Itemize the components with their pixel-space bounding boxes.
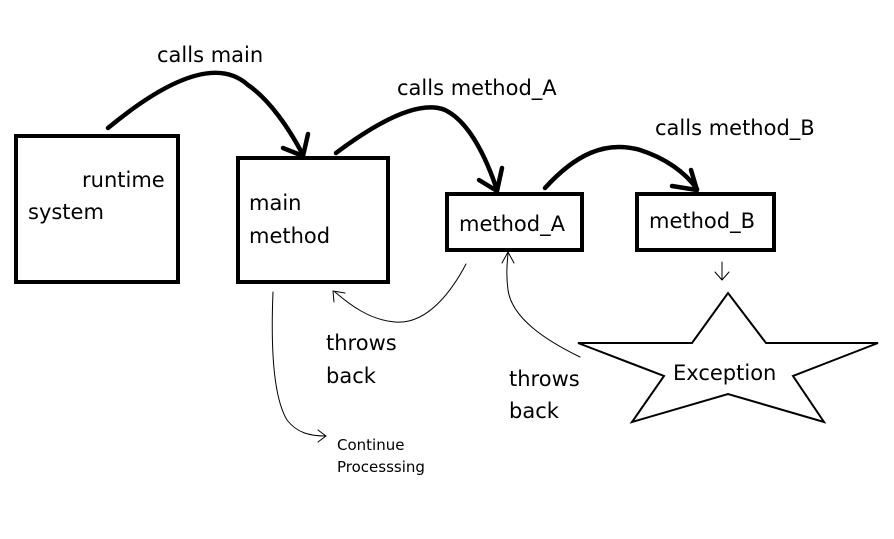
calls-main-label: calls main bbox=[157, 43, 263, 67]
runtime-system-box bbox=[14, 134, 180, 284]
throws-back-to-main-arrow bbox=[332, 263, 467, 323]
throws-back-1-line2: back bbox=[326, 364, 377, 388]
method-a-box bbox=[445, 192, 584, 252]
calls-main-arrow bbox=[105, 70, 311, 159]
main-method-box bbox=[236, 156, 390, 284]
calls-method-a-arrow bbox=[333, 105, 505, 194]
method-b-to-exception-arrow bbox=[714, 261, 730, 281]
runtime-label: runtime bbox=[82, 168, 165, 192]
continue-processing-arrow bbox=[271, 291, 327, 443]
throws-back-to-method-a-arrow bbox=[501, 251, 581, 358]
method-a-label: method_A bbox=[459, 212, 566, 237]
throws-back-1-line1: throws bbox=[326, 331, 397, 355]
processing-label: Processsing bbox=[337, 458, 425, 476]
exception-star bbox=[577, 291, 879, 424]
continue-label: Continue bbox=[337, 436, 404, 454]
system-label: system bbox=[28, 200, 104, 224]
calls-method-b-arrow bbox=[542, 144, 700, 193]
calls-method-b-label: calls method_B bbox=[655, 116, 815, 141]
method-label: method bbox=[249, 224, 330, 248]
exception-label: Exception bbox=[673, 361, 776, 385]
throws-back-2-line1: throws bbox=[509, 367, 580, 391]
throws-back-2-line2: back bbox=[509, 399, 560, 423]
method-b-box bbox=[635, 192, 776, 252]
method-b-label: method_B bbox=[649, 209, 755, 234]
main-label: main bbox=[249, 191, 301, 215]
calls-method-a-label: calls method_A bbox=[397, 76, 557, 101]
